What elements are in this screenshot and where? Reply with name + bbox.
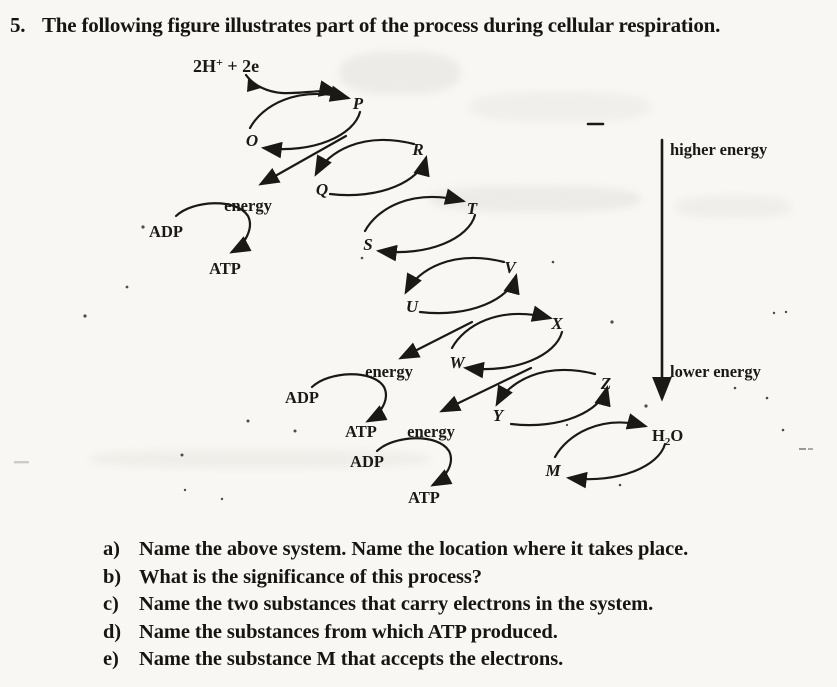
subquestion-d: d) Name the substances from which ATP pr… [103,619,823,647]
cycle-7-bottom-arc [565,442,667,489]
electron-input: 2H+ + 2e [193,55,341,97]
cycle-1-top-arc [248,85,352,130]
cycle-7-top-arc [553,413,649,459]
energy-gradient: higher energy lower energy [586,122,768,402]
energy-label-1: energy [224,196,272,215]
carrier-label-o: O [246,131,258,150]
cycle-5-top-arc [450,305,554,350]
question-number: 5. [10,13,26,37]
subquestion-letter: c) [103,593,119,616]
carrier-label-r: R [411,140,423,159]
carrier-label-v: V [504,258,517,277]
subquestion-letter: e) [103,648,119,671]
subquestion-text: What is the significance of this process… [139,565,482,588]
subquestion-e: e) Name the substance M that accepts the… [103,646,823,674]
subquestion-b: b) What is the significance of this proc… [103,564,823,592]
scan-smudge [470,92,650,122]
carrier-label-z: Z [600,374,611,393]
subquestion-text: Name the substances from which ATP produ… [139,620,558,643]
cycle-2-top-arc [314,138,416,177]
scan-smudge [340,52,460,94]
subquestion-text: Name the two substances that carry elect… [139,593,654,616]
adp-label-3: ADP [350,452,384,471]
subquestion-letter: a) [103,538,120,560]
cycle-3-bottom-arc [375,213,477,262]
adp-label-2: ADP [285,388,319,407]
subquestion-letter: b) [103,565,122,588]
energy-arrow-1 [258,134,348,186]
carrier-label-p: P [352,94,364,113]
subquestion-text: Name the substance M that accepts the el… [139,648,564,671]
carrier-label-y: Y [493,406,505,425]
cycle-4-bottom-arc [418,272,520,315]
subquestion-text: Name the above system. Name the location… [139,538,689,560]
carrier-cycle-7: M H2O [544,413,683,489]
carrier-cycle-6: Y Z [493,368,611,427]
cycle-5-bottom-arc [462,330,564,379]
lower-energy-label: lower energy [670,362,762,381]
cycle-6-bottom-arc [509,384,611,427]
question-header: 5. The following figure illustrates part… [10,13,834,38]
carrier-label-s: S [363,235,372,254]
carrier-cycle-3: S T [363,188,478,262]
question-title: The following figure illustrates part of… [42,13,721,37]
carrier-label-q: Q [316,180,328,199]
energy-arrow-2 [398,320,474,360]
subquestion-list: a) Name the above system. Name the locat… [103,536,823,674]
energy-site-3: energy ADP ATP [350,366,533,507]
atp-label-3: ATP [408,488,440,507]
energy-site-1: energy ADP ATP [149,134,348,278]
carrier-label-w: W [449,353,466,372]
cycle-1-bottom-arc [260,110,362,159]
water-label: H2O [652,426,683,448]
atp-label-2: ATP [345,422,377,441]
energy-site-2: energy ADP ATP [285,320,474,441]
atp-label-1: ATP [209,259,241,278]
carrier-label-x: X [550,314,563,333]
electron-input-arrow [244,73,341,97]
carrier-cycle-5: W X [449,305,564,379]
scan-specks [14,225,813,501]
cycle-3-top-arc [363,188,467,233]
carrier-label-t: T [467,199,478,218]
adp-atp-arrow-3 [375,437,453,487]
energy-label-3: energy [407,422,455,441]
carrier-label-m: M [544,461,561,480]
carrier-cycle-2: Q R [314,138,430,199]
energy-label-2: energy [365,362,413,381]
cycle-6-top-arc [495,368,597,407]
energy-arrow-3 [439,366,533,413]
adp-atp-arrow-1 [174,202,252,254]
subquestion-letter: d) [103,620,122,643]
higher-energy-label: higher energy [670,140,768,159]
carrier-cycle-4: U V [404,256,520,316]
cycle-4-top-arc [404,256,506,295]
scan-smudge [676,196,791,218]
adp-atp-arrow-2 [310,373,388,423]
subquestion-a: a) Name the above system. Name the locat… [103,536,823,564]
carrier-label-u: U [406,297,419,316]
carrier-cycle-1: O P [246,85,364,159]
electron-input-mid-arrowhead [247,79,261,92]
subquestion-c: c) Name the two substances that carry el… [103,591,823,619]
cycle-2-bottom-arc [328,154,430,197]
electron-input-label: 2H+ + 2e [193,55,259,76]
adp-label-1: ADP [149,222,183,241]
scan-smudge [90,450,430,468]
